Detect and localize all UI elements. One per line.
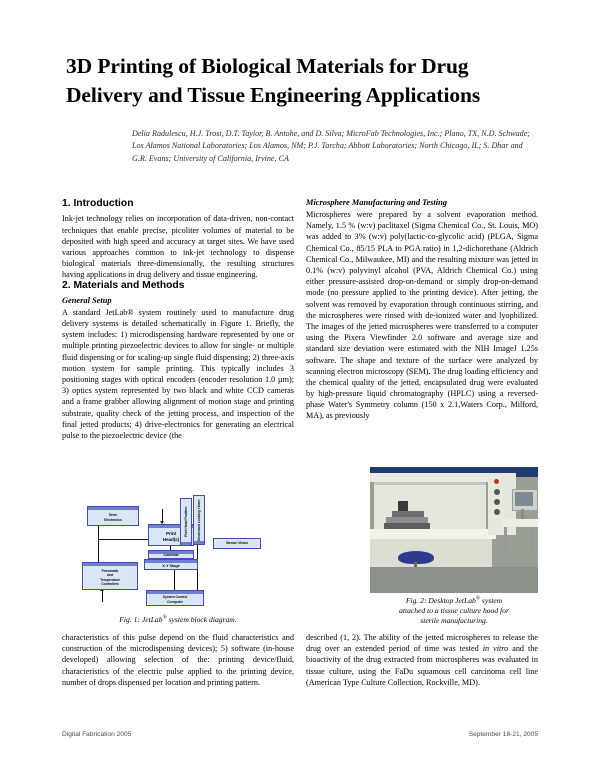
diagram-box-substrate-label: Substrate (163, 553, 179, 558)
figure-2-photograph (370, 467, 538, 593)
section-heading-introduction: 1. Introduction (62, 198, 134, 209)
photo-instrument-arm (392, 511, 424, 517)
diagram-box-pneumatic-temperature-controllers[interactable]: Pneumatic and Temperature Controllers (82, 562, 138, 590)
diagram-box-system-control-computer[interactable]: System Control Computer (146, 590, 204, 606)
photo-monitor-screen (515, 492, 533, 506)
page-footer: Digital Fabrication 2005 September 18-21… (62, 731, 538, 738)
box-cap (149, 551, 193, 554)
connector-fluid-into-printhead (162, 509, 164, 523)
figure-1-caption-post: system block diagram. (166, 615, 237, 624)
diagram-box-system-control-computer-label: System Control Computer (162, 595, 188, 604)
photo-monitor-arm (521, 509, 524, 519)
box-cap (147, 591, 203, 594)
right-continuation-lead: described (1, 2). The ability of the jet… (306, 633, 538, 654)
photo-hood-top (370, 473, 488, 482)
figure-2-caption-line2: attached to a tissue culture hood for (399, 606, 509, 616)
figure-2-caption: Fig. 2: Desktop JetLab® system attached … (370, 596, 538, 626)
photo-hood-sash (374, 482, 486, 485)
photo-work-surface (370, 529, 496, 539)
figure-2: Fig. 2: Desktop JetLab® system attached … (370, 467, 538, 626)
photo-stool-seat (398, 551, 434, 564)
diagram-box-print-head-position-label: Print Head Position (183, 506, 188, 538)
photo-instrument-head (386, 517, 428, 524)
photo-knob-1 (494, 489, 500, 495)
diagram-box-print-head-position[interactable]: Print Head Position (180, 498, 192, 546)
figure-2-caption-line3: sterile manufacturing. (420, 616, 488, 626)
arrowhead-fluid-down (159, 521, 164, 524)
diagram-box-downward-looking-vision-label: Downward Looking Vision (196, 499, 201, 541)
subsection-heading-microsphere-manufacturing: Microsphere Manufacturing and Testing (306, 198, 447, 207)
connector-drive-to-pneumatic (98, 516, 100, 578)
connector-printhead-to-substrate (170, 540, 172, 552)
photo-ceiling-band (370, 467, 538, 477)
author-affiliation-block: Delia Radulescu, H.J. Trost, D.T. Taylor… (132, 129, 530, 163)
footer-conference-name: Digital Fabrication 2005 (62, 731, 132, 738)
photo-floor (370, 567, 538, 593)
photo-side-table (502, 519, 538, 527)
box-cap (88, 507, 138, 510)
right-continuation-rest: and the bioactivity of the drug extracte… (306, 644, 539, 687)
photo-indicator-light (494, 479, 499, 484)
box-cap (83, 563, 137, 566)
connector-pneumatic-to-printhead (98, 539, 156, 541)
general-setup-paragraph: A standard JetLab® system routinely used… (62, 307, 294, 440)
photo-table-leg-left (504, 527, 507, 559)
figure-2-caption-pre: Fig. 2: Desktop JetLab (405, 596, 476, 605)
figure-1: Drive Electronics Print Head(s) Print He… (62, 494, 294, 634)
left-column: 1. Introduction Ink-jet technology relie… (62, 198, 294, 441)
diagram-box-xy-stage[interactable]: X-Y Stage (144, 559, 198, 570)
photo-instrument-stage (384, 523, 430, 529)
photo-table-leg-right (530, 527, 533, 559)
diagram-box-stream-vision[interactable]: Stream Vision (213, 538, 261, 549)
left-continuation-paragraph: characteristics of this pulse depend on … (62, 633, 294, 687)
registered-icon: ® (475, 595, 481, 602)
box-cap (145, 560, 197, 563)
subsection-heading-general-setup: General Setup (62, 295, 112, 305)
footer-date: September 18-21, 2005 (468, 731, 538, 738)
diagram-box-pneumatic-temperature-controllers-label: Pneumatic and Temperature Controllers (100, 568, 120, 586)
diagram-box-stream-vision-label: Stream Vision (226, 541, 248, 546)
right-column-continuation: described (1, 2). The ability of the jet… (306, 632, 538, 688)
box-cap (149, 525, 193, 528)
section-heading-materials-and-methods: 2. Materials and Methods (62, 280, 185, 292)
figure-1-caption: Fig. 1: JetLab® system block diagram. (62, 615, 294, 625)
diagram-box-downward-looking-vision[interactable]: Downward Looking Vision (193, 495, 205, 545)
figure-1-caption-pre: Fig. 1: JetLab (119, 615, 163, 624)
introduction-paragraph: Ink-jet technology relies on incorporati… (62, 214, 294, 280)
right-continuation-paragraph: described (1, 2). The ability of the jet… (306, 632, 538, 688)
photo-knob-3 (494, 509, 500, 515)
diagram-box-xy-stage-label: X-Y Stage (162, 563, 180, 568)
figure-1-diagram: Drive Electronics Print Head(s) Print He… (62, 494, 294, 612)
connector-computer-to-stage (174, 556, 176, 590)
connector-pneumatic-input (102, 590, 104, 602)
microsphere-paragraph: Microspheres were prepared by a solvent … (306, 210, 538, 421)
box-cap (194, 541, 204, 544)
figure-2-caption-post: system (480, 596, 503, 605)
right-column: Microsphere Manufacturing and Testing Mi… (306, 198, 538, 422)
diagram-box-drive-electronics-label: Drive Electronics (104, 513, 122, 522)
left-column-continuation: characteristics of this pulse depend on … (62, 632, 294, 688)
box-cap (181, 542, 191, 545)
diagram-box-drive-electronics[interactable]: Drive Electronics (87, 506, 139, 526)
photo-knob-2 (494, 499, 500, 505)
diagram-box-substrate[interactable]: Substrate (148, 550, 194, 559)
right-continuation-italic: in vitro (482, 644, 509, 654)
diagram-box-print-head-label: Print Head(s) (162, 530, 180, 542)
page-title: 3D Printing of Biological Materials for … (66, 54, 481, 107)
registered-icon: ® (162, 614, 167, 621)
